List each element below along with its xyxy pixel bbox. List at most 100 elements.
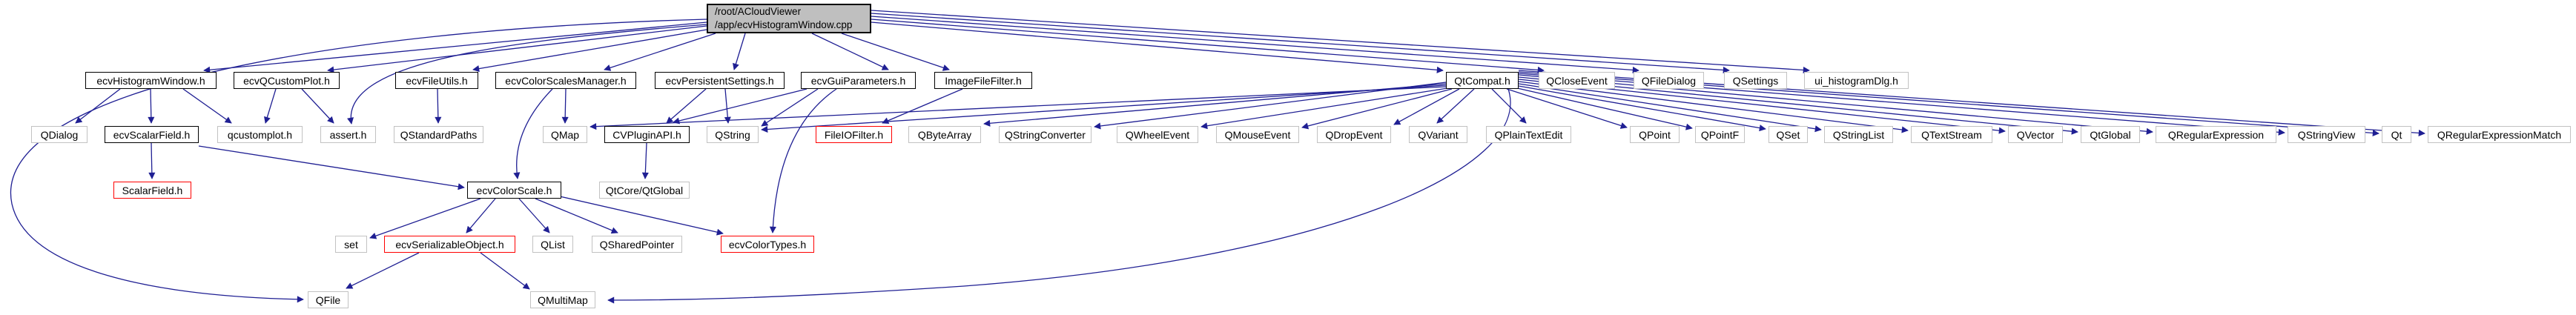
node-QMultiMap: QMultiMap <box>530 291 595 308</box>
node-QtCore/QtGlobal: QtCore/QtGlobal <box>599 182 690 199</box>
edge-QtCompat.h-to-QByteArray <box>983 83 1447 127</box>
edge-QtCompat.h-to-QPlainTextEdit <box>1491 88 1527 124</box>
node-ecvSerializableObject.h[interactable]: ecvSerializableObject.h <box>384 236 515 253</box>
node-FileIOFilter.h[interactable]: FileIOFilter.h <box>816 126 892 143</box>
node-ecvQCustomPlot.h[interactable]: ecvQCustomPlot.h <box>234 72 340 89</box>
node-QStringList: QStringList <box>1824 126 1893 143</box>
node-ecvColorTypes.h[interactable]: ecvColorTypes.h <box>721 236 814 253</box>
edge-ecvColorScalesManager.h-to-QMap <box>561 88 569 124</box>
node-ecvFileUtils.h[interactable]: ecvFileUtils.h <box>395 72 478 89</box>
node-QPoint: QPoint <box>1630 126 1680 143</box>
node-ecvHistogramWindow.h[interactable]: ecvHistogramWindow.h <box>85 72 217 89</box>
node-QSettings: QSettings <box>1724 72 1787 89</box>
edge-QtCompat.h-to-QMouseEvent <box>1301 88 1453 130</box>
node-QMap: QMap <box>543 126 587 143</box>
edge-QtCompat.h-to-QMap <box>589 86 1447 130</box>
edge-root-to-ecvPersistentSettings.h <box>733 33 746 70</box>
edge-QtCompat.h-to-QStringConverter <box>1094 82 1447 130</box>
node-ecvGuiParameters.h[interactable]: ecvGuiParameters.h <box>801 72 916 89</box>
node-QString: QString <box>707 126 759 143</box>
edge-ecvQCustomPlot.h-to-assert.h <box>301 88 334 124</box>
edge-ecvColorScale.h-to-ecvSerializableObject.h <box>466 198 496 233</box>
edge-root-to-ecvHistogramWindow.h <box>203 21 707 73</box>
node-label-line: /app/ecvHistogramWindow.cpp <box>715 19 853 30</box>
edge-QtCompat.h-to-QPoint <box>1506 88 1628 129</box>
edge-root-to-ui_histogramDlg.h <box>871 10 1810 74</box>
node-ImageFileFilter.h[interactable]: ImageFileFilter.h <box>934 72 1032 89</box>
node-QStringView: QStringView <box>2288 126 2365 143</box>
node-QList: QList <box>532 236 573 253</box>
node-CVPluginAPI.h[interactable]: CVPluginAPI.h <box>604 126 690 143</box>
edge-ecvSerializableObject.h-to-QMultiMap <box>480 252 530 290</box>
node-QStandardPaths: QStandardPaths <box>394 126 483 143</box>
edge-QtCompat.h-to-QVariant <box>1436 88 1475 124</box>
edge-root-to-assert.h <box>347 24 707 125</box>
edge-ecvScalarField.h-to-ecvColorScale.h <box>198 145 465 190</box>
node-QSet: QSet <box>1768 126 1808 143</box>
edge-ecvColorScale.h-to-QSharedPointer <box>535 198 618 234</box>
edge-ecvHistogramWindow.h-to-QDialog <box>75 88 121 124</box>
edge-QtCompat.h-to-QMultiMap <box>607 88 1511 304</box>
node-qcustomplot.h: qcustomplot.h <box>217 126 303 143</box>
node-ecvColorScalesManager.h[interactable]: ecvColorScalesManager.h <box>495 72 636 89</box>
edge-ecvFileUtils.h-to-QStandardPaths <box>435 88 442 124</box>
edge-root-to-ecvQCustomPlot.h <box>327 25 707 73</box>
edge-QtCompat.h-to-QWheelEvent <box>1201 87 1448 130</box>
edge-ecvSerializableObject.h-to-QFile <box>346 252 420 289</box>
edge-root-to-QtCompat.h <box>871 21 1444 73</box>
edge-ecvQCustomPlot.h-to-qcustomplot.h <box>264 88 277 124</box>
edge-root-to-ecvGuiParameters.h <box>811 33 889 70</box>
edge-ecvColorScalesManager.h-to-ecvColorScale.h <box>513 88 553 179</box>
edge-root-to-ImageFileFilter.h <box>841 33 950 71</box>
node-root: /root/ACloudViewer/app/ecvHistogramWindo… <box>707 4 871 33</box>
node-QStringConverter: QStringConverter <box>999 126 1092 143</box>
edge-ecvColorScale.h-to-ecvColorTypes.h <box>559 196 724 236</box>
node-QMouseEvent: QMouseEvent <box>1216 126 1299 143</box>
node-QCloseEvent: QCloseEvent <box>1539 72 1615 89</box>
node-QWheelEvent: QWheelEvent <box>1117 126 1198 143</box>
edge-CVPluginAPI.h-to-QtCore/QtGlobal <box>641 142 649 179</box>
edge-QtCompat.h-to-QStringList <box>1518 83 1822 133</box>
node-QVector: QVector <box>2008 126 2063 143</box>
node-QPointF: QPointF <box>1695 126 1745 143</box>
edge-root-to-QSettings <box>871 13 1730 73</box>
edge-QtCompat.h-to-QString <box>761 84 1447 133</box>
node-QFile: QFile <box>308 291 349 308</box>
edge-QtCompat.h-to-QDropEvent <box>1393 88 1460 125</box>
edge-ecvGuiParameters.h-to-ecvColorTypes.h <box>769 88 837 233</box>
edge-QtCompat.h-to-QTextStream <box>1518 81 1909 133</box>
edge-QtCompat.h-to-QPointF <box>1513 87 1693 130</box>
edge-ecvGuiParameters.h-to-CVPluginAPI.h <box>673 88 808 125</box>
edge-ecvPersistentSettings.h-to-QString <box>724 88 731 124</box>
node-QDropEvent: QDropEvent <box>1317 126 1391 143</box>
node-QVariant: QVariant <box>1409 126 1467 143</box>
node-QtGlobal: QtGlobal <box>2081 126 2140 143</box>
node-ecvScalarField.h[interactable]: ecvScalarField.h <box>105 126 199 143</box>
edge-ecvGuiParameters.h-to-QString <box>761 88 819 127</box>
edge-root-to-QCloseEvent <box>871 19 1545 73</box>
node-QRegularExpression: QRegularExpression <box>2156 126 2276 143</box>
node-QDialog: QDialog <box>31 126 87 143</box>
node-ecvColorScale.h[interactable]: ecvColorScale.h <box>467 182 561 199</box>
node-label-line: /root/ACloudViewer <box>715 6 802 18</box>
node-QSharedPointer: QSharedPointer <box>592 236 682 253</box>
node-QTextStream: QTextStream <box>1911 126 1992 143</box>
edge-root-to-QFile <box>10 19 707 303</box>
node-QtCompat.h[interactable]: QtCompat.h <box>1446 72 1519 89</box>
node-ecvPersistentSettings.h[interactable]: ecvPersistentSettings.h <box>655 72 785 89</box>
node-QRegularExpressionMatch: QRegularExpressionMatch <box>2428 126 2571 143</box>
edge-ecvColorScale.h-to-set <box>369 198 481 239</box>
node-set: set <box>335 236 367 253</box>
edge-ImageFileFilter.h-to-FileIOFilter.h <box>882 88 963 124</box>
edge-QtCompat.h-to-QRegularExpression <box>1518 74 2153 135</box>
edge-root-to-QFileDialog <box>871 16 1639 73</box>
node-QByteArray: QByteArray <box>908 126 981 143</box>
node-ScalarField.h[interactable]: ScalarField.h <box>113 182 191 199</box>
node-QPlainTextEdit: QPlainTextEdit <box>1486 126 1571 143</box>
edge-root-to-ecvColorScalesManager.h <box>604 33 716 71</box>
node-Qt: Qt <box>2382 126 2411 143</box>
edge-QtCompat.h-to-QSet <box>1518 85 1766 132</box>
